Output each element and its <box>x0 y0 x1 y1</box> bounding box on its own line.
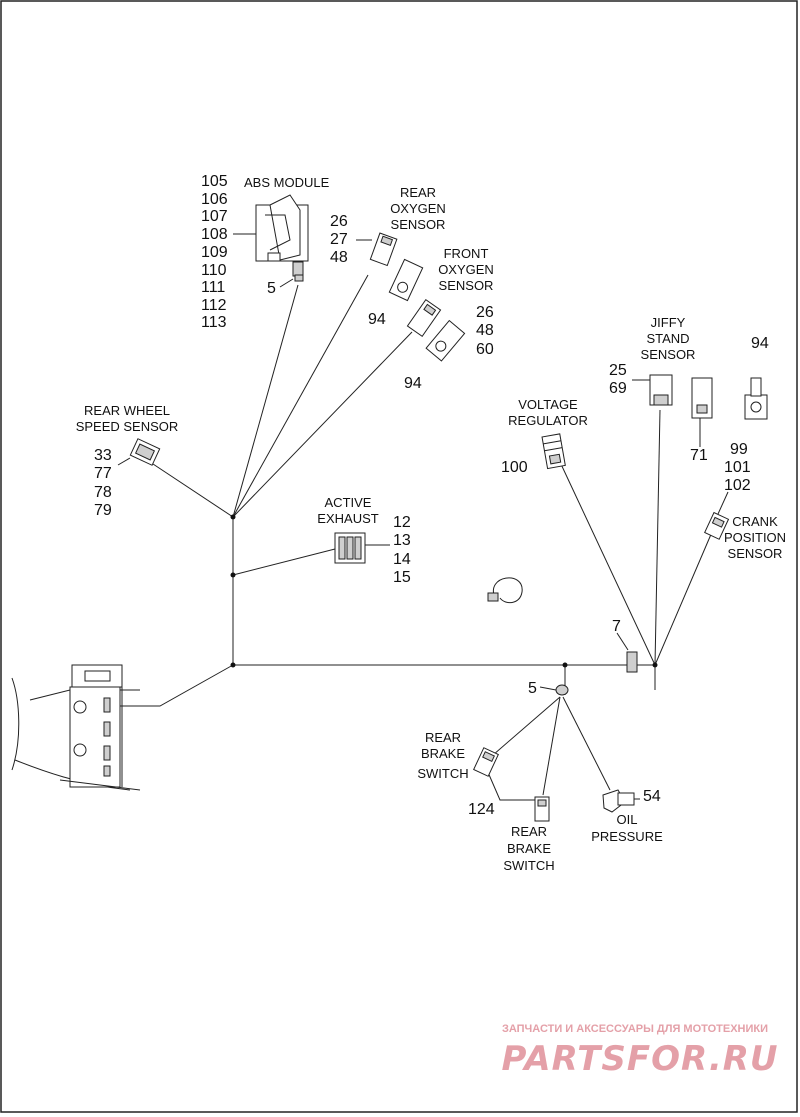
part-number: 69 <box>609 380 627 397</box>
part-number: 26 <box>476 304 494 321</box>
part-number: 15 <box>393 569 411 586</box>
part-number: 48 <box>330 249 348 266</box>
rear-brake-switch-upper <box>473 747 499 777</box>
abs-ground-number: 5 <box>267 280 276 297</box>
rear-wheel-speed-label-line1: REAR WHEEL <box>84 403 170 418</box>
part-number: 113 <box>201 314 227 331</box>
part-number: 79 <box>94 502 112 519</box>
junction-clip <box>539 684 569 696</box>
abs-module-label: ABS MODULE <box>244 175 330 190</box>
harness-clip <box>487 577 523 604</box>
part-number: 48 <box>476 322 494 339</box>
part-number: 102 <box>724 477 751 494</box>
part-number: 78 <box>94 484 112 501</box>
part-number: 109 <box>201 244 228 261</box>
oil-pressure-sensor <box>602 789 640 813</box>
crank-position-label-line2: POSITION <box>724 530 786 545</box>
watermark-tagline: ЗАПЧАСТИ И АКСЕССУАРЫ ДЛЯ МОТОТЕХНИКИ <box>502 1023 768 1035</box>
jiffy-stand-sensor <box>632 374 768 447</box>
crank-position-label-line1: CRANK <box>732 514 778 529</box>
active-exhaust-label-line2: EXHAUST <box>317 511 378 526</box>
rear-brake-lower-label-line3: SWITCH <box>503 858 554 873</box>
crank-position-sensor <box>704 491 730 540</box>
part-number: 77 <box>94 465 112 482</box>
harness-wires <box>120 274 713 801</box>
front-oxygen-sensor <box>406 299 466 362</box>
part-number: 27 <box>330 231 348 248</box>
part-number: 99 <box>730 441 748 458</box>
part-number: 107 <box>201 208 228 225</box>
part-number: 108 <box>201 226 228 243</box>
junction-dots <box>230 514 658 668</box>
jiffy-stand-label-line3: SENSOR <box>641 347 696 362</box>
active-exhaust-connector <box>334 532 390 564</box>
junction-number: 5 <box>528 680 537 697</box>
voltage-regulator-label-line2: REGULATOR <box>508 413 588 428</box>
crank-position-label-line3: SENSOR <box>728 546 783 561</box>
part-number: 14 <box>393 551 411 568</box>
jiffy-stand-label-line2: STAND <box>646 331 689 346</box>
rear-brake-upper-label-line2: BRAKE <box>421 746 465 761</box>
frame-section <box>11 664 141 791</box>
jiffy-connector-number: 71 <box>690 447 708 464</box>
part-number: 33 <box>94 447 112 464</box>
abs-module <box>233 194 309 282</box>
rear-brake-jumper-number: 124 <box>468 801 495 818</box>
part-number: 25 <box>609 362 627 379</box>
rear-brake-lower-label-line2: BRAKE <box>507 841 551 856</box>
rear-oxygen-sensor <box>356 232 424 302</box>
abs-module-part-numbers: 105 106 107 108 109 110 111 112 113 <box>201 173 228 331</box>
front-oxygen-label-line2: OXYGEN <box>438 262 494 277</box>
part-number: 26 <box>330 213 348 230</box>
rear-brake-upper-label-line1: REAR <box>425 730 461 745</box>
part-number: 12 <box>393 514 411 531</box>
oil-pressure-label-line1: OIL <box>617 812 638 827</box>
oil-pressure-label-line2: PRESSURE <box>591 829 663 844</box>
rear-brake-upper-label-line3: SWITCH <box>417 766 468 781</box>
rear-wheel-speed-label-line2: SPEED SENSOR <box>76 419 179 434</box>
ground-stud <box>616 632 638 673</box>
rear-wheel-speed-sensor <box>117 438 161 466</box>
front-oxygen-label-line3: SENSOR <box>439 278 494 293</box>
rear-oxygen-label-line2: OXYGEN <box>390 201 446 216</box>
rear-oxygen-bracket-number: 94 <box>368 311 386 328</box>
rear-oxygen-label-line3: SENSOR <box>391 217 446 232</box>
part-number: 60 <box>476 341 494 358</box>
part-number: 111 <box>201 279 225 296</box>
ground-stud-number: 7 <box>612 618 621 635</box>
front-oxygen-bracket-number: 94 <box>404 375 422 392</box>
jiffy-bracket-number: 94 <box>751 335 769 352</box>
rear-oxygen-label-line1: REAR <box>400 185 436 200</box>
part-number: 110 <box>201 262 227 279</box>
part-number: 112 <box>201 297 227 314</box>
front-oxygen-label-line1: FRONT <box>444 246 489 261</box>
part-number: 13 <box>393 532 411 549</box>
jiffy-stand-label-line1: JIFFY <box>651 315 686 330</box>
part-number: 101 <box>724 459 751 476</box>
part-number: 54 <box>643 788 661 805</box>
watermark-brand: PARTSFOR.RU <box>501 1039 778 1079</box>
voltage-regulator-connector <box>541 433 566 470</box>
rear-brake-lower-label-line1: REAR <box>511 824 547 839</box>
part-number: 105 <box>201 173 228 190</box>
active-exhaust-label-line1: ACTIVE <box>325 495 372 510</box>
watermark: ЗАПЧАСТИ И АКСЕССУАРЫ ДЛЯ МОТОТЕХНИКИ PA… <box>501 1023 778 1079</box>
voltage-regulator-label-line1: VOLTAGE <box>518 397 578 412</box>
part-number: 106 <box>201 191 228 208</box>
rear-brake-switch-lower <box>534 796 550 822</box>
part-number: 100 <box>501 459 528 476</box>
